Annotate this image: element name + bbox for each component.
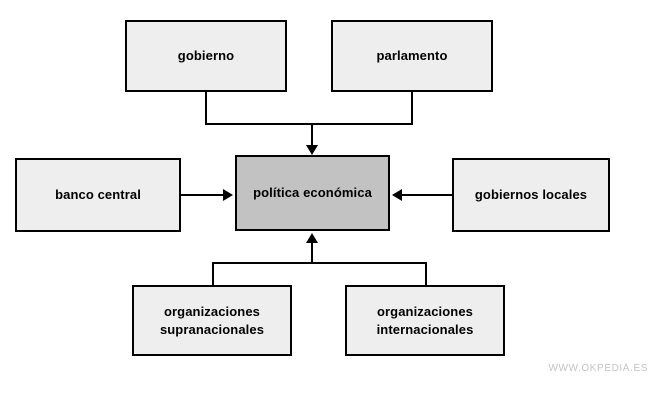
edge-top-bracket-bar xyxy=(205,123,413,125)
edge-top-to-center-line xyxy=(311,123,313,148)
edge-organizaciones-supranacionales-stem xyxy=(212,262,214,286)
node-parlamento-label: parlamento xyxy=(376,48,448,64)
node-organizaciones-supranacionales[interactable]: organizaciones supranacionales xyxy=(132,285,292,356)
node-parlamento[interactable]: parlamento xyxy=(331,20,493,92)
node-politica-economica-label: política económica xyxy=(253,185,372,201)
node-gobiernos-locales[interactable]: gobiernos locales xyxy=(452,158,610,232)
edge-parlamento-stem xyxy=(411,92,413,125)
node-banco-central-label: banco central xyxy=(55,187,141,203)
node-gobiernos-locales-label: gobiernos locales xyxy=(474,187,588,203)
arrow-up-icon-bottom xyxy=(306,233,318,243)
arrow-right-icon-banco-central xyxy=(223,189,233,201)
edge-gobiernos-locales-line xyxy=(400,194,452,196)
node-banco-central[interactable]: banco central xyxy=(15,158,181,232)
edge-gobierno-stem xyxy=(205,92,207,125)
node-organizaciones-supranacionales-label: organizaciones supranacionales xyxy=(159,303,265,337)
edge-bottom-bracket-bar xyxy=(212,262,427,264)
node-gobierno-label: gobierno xyxy=(177,48,235,64)
node-organizaciones-internacionales-label: organizaciones internacionales xyxy=(376,303,474,337)
node-politica-economica[interactable]: política económica xyxy=(235,155,390,231)
edge-banco-central-line xyxy=(181,194,225,196)
watermark-text: WWW.OKPEDIA.ES xyxy=(548,363,648,374)
arrow-down-icon-top xyxy=(306,145,318,155)
edge-bottom-to-center-line xyxy=(311,243,313,264)
edge-organizaciones-internacionales-stem xyxy=(425,262,427,286)
node-gobierno[interactable]: gobierno xyxy=(125,20,287,92)
arrow-left-icon-gobiernos-locales xyxy=(392,189,402,201)
node-organizaciones-internacionales[interactable]: organizaciones internacionales xyxy=(345,285,505,356)
